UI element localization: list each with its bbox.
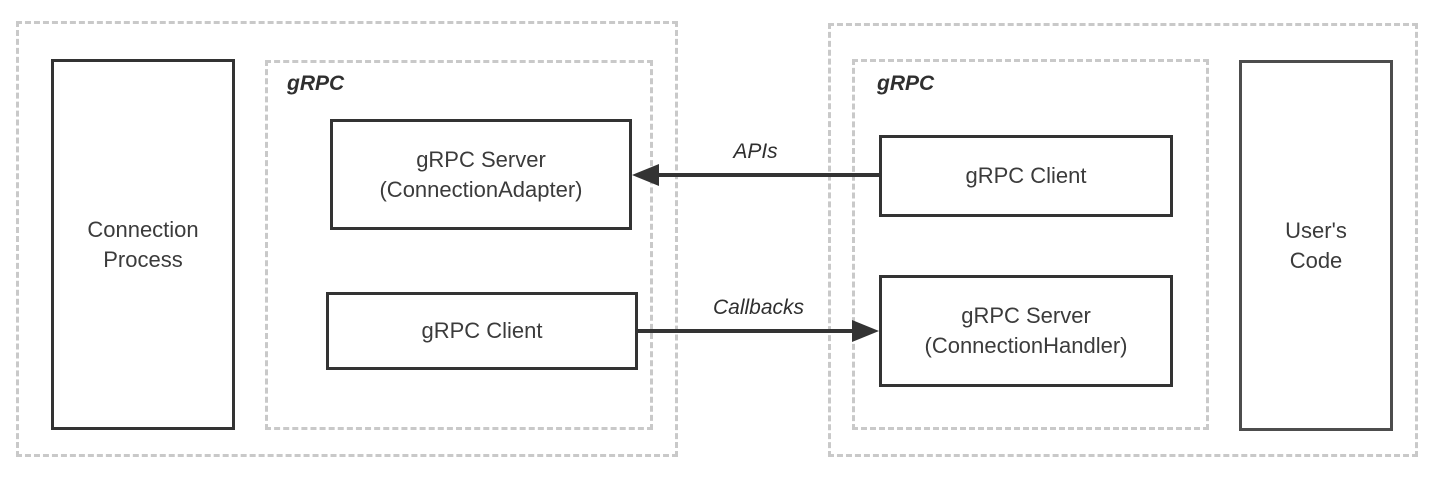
left-grpc-client-box: gRPC Client [326,292,638,370]
right-grpc-container [852,59,1209,430]
adapter-label-line2: (ConnectionAdapter) [379,176,583,202]
user-code-group-container [828,23,1418,457]
grpc-server-connection-handler-label: gRPC Server (ConnectionHandler) [925,301,1128,361]
left-grpc-container-label: gRPC [287,72,345,95]
users-code-label: User's Code [1285,216,1347,276]
connection-process-box: Connection Process [51,59,235,430]
connection-process-label-line2: Process [103,246,183,272]
right-grpc-container-label: gRPC [877,72,935,95]
right-grpc-client-box: gRPC Client [879,135,1173,217]
users-code-box: User's Code [1239,60,1393,431]
grpc-server-connection-handler-box: gRPC Server (ConnectionHandler) [879,275,1173,387]
connection-process-group-container [16,21,678,457]
handler-label-line1: gRPC Server [961,303,1091,328]
callbacks-arrow-label: Callbacks [712,296,805,319]
apis-arrow-label: APIs [733,140,778,163]
handler-label-line2: (ConnectionHandler) [924,333,1128,358]
users-code-label-line2: Code [1289,247,1343,273]
right-grpc-client-label: gRPC Client [965,163,1087,188]
connection-process-label: Connection Process [87,215,198,275]
users-code-label-line1: User's [1285,217,1347,243]
left-grpc-container [265,60,653,430]
grpc-server-connection-adapter-label: gRPC Server (ConnectionAdapter) [379,145,582,205]
left-grpc-client-label: gRPC Client [421,318,543,343]
connection-process-label-line1: Connection [87,216,199,242]
adapter-label-line1: gRPC Server [416,146,546,172]
grpc-server-connection-adapter-box: gRPC Server (ConnectionAdapter) [330,119,632,230]
